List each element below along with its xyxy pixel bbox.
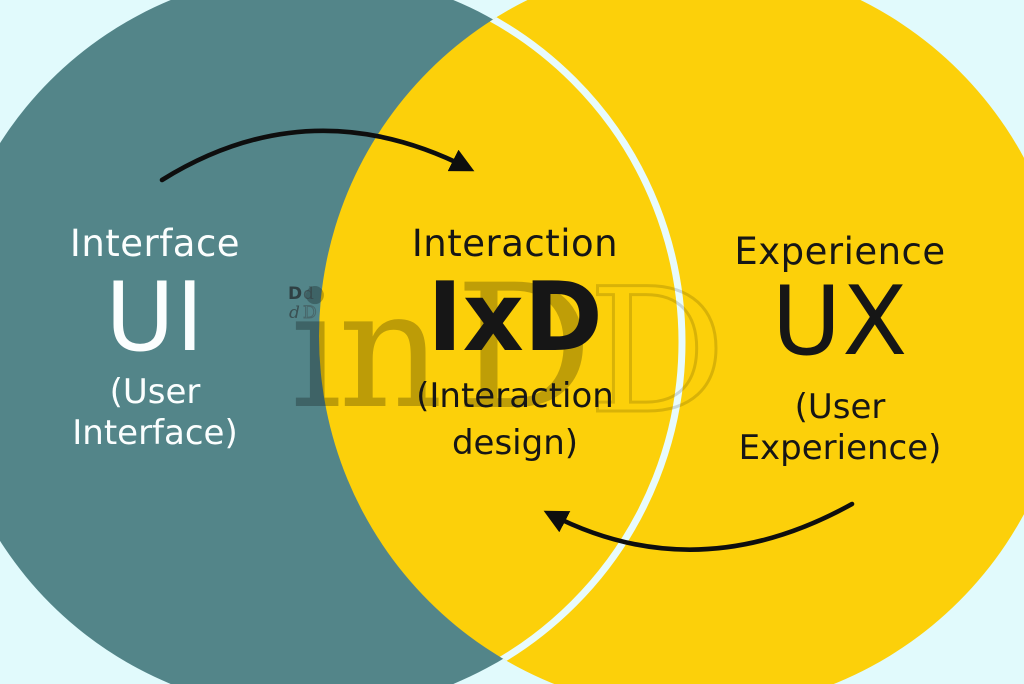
ux-to-ixd-arrow <box>543 501 855 552</box>
ux-circle <box>319 0 1024 684</box>
overlap-divider-arc <box>0 0 682 684</box>
watermark-d-filled: D <box>455 247 593 448</box>
watermark-in: in <box>290 256 439 445</box>
ui-to-ixd-arrow <box>159 128 475 183</box>
watermark-small-d1: d <box>303 284 314 304</box>
watermark-small-D1: D <box>288 284 302 304</box>
watermark-small-d2: d <box>289 303 300 323</box>
watermark-small-D2: D <box>303 303 317 323</box>
watermark-d-outline: D <box>588 251 726 452</box>
